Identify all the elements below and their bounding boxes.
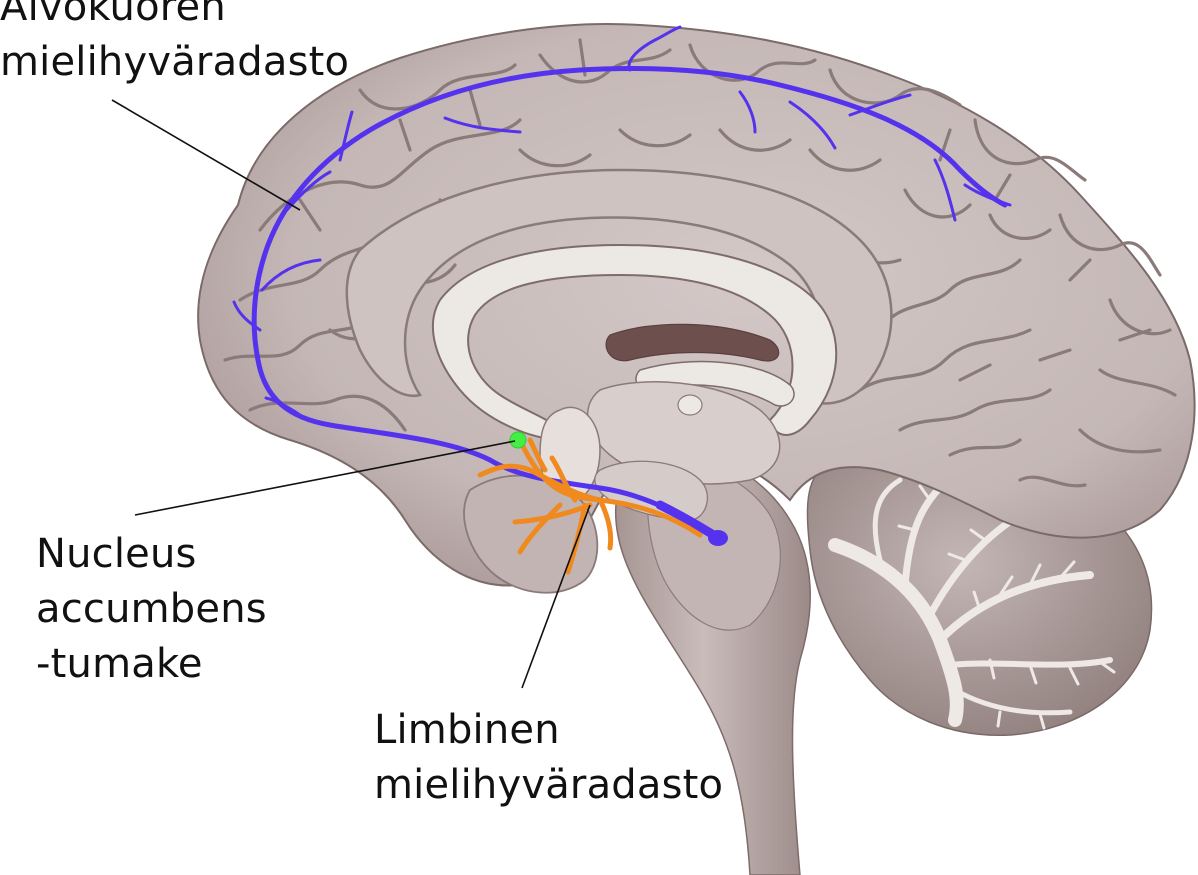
label-cortical-pathway: Aivokuoren mielihyväradasto (0, 0, 349, 90)
label-limbic-line-2: mielihyväradasto (374, 758, 723, 813)
interthalamic-adhesion (678, 395, 702, 415)
label-nacc-line-2: accumbens (36, 582, 267, 637)
label-cortical-line-2: mielihyväradasto (0, 35, 349, 90)
label-nacc-line-3: -tumake (36, 637, 267, 692)
label-limbic-line-1: Limbinen (374, 703, 723, 758)
label-cortical-line-1: Aivokuoren (0, 0, 349, 35)
nucleus-accumbens-marker (510, 432, 526, 448)
vta-blue-source (708, 530, 728, 546)
label-nucleus-accumbens: Nucleus accumbens -tumake (36, 527, 267, 692)
label-nacc-line-1: Nucleus (36, 527, 267, 582)
label-limbic-pathway: Limbinen mielihyväradasto (374, 703, 723, 813)
